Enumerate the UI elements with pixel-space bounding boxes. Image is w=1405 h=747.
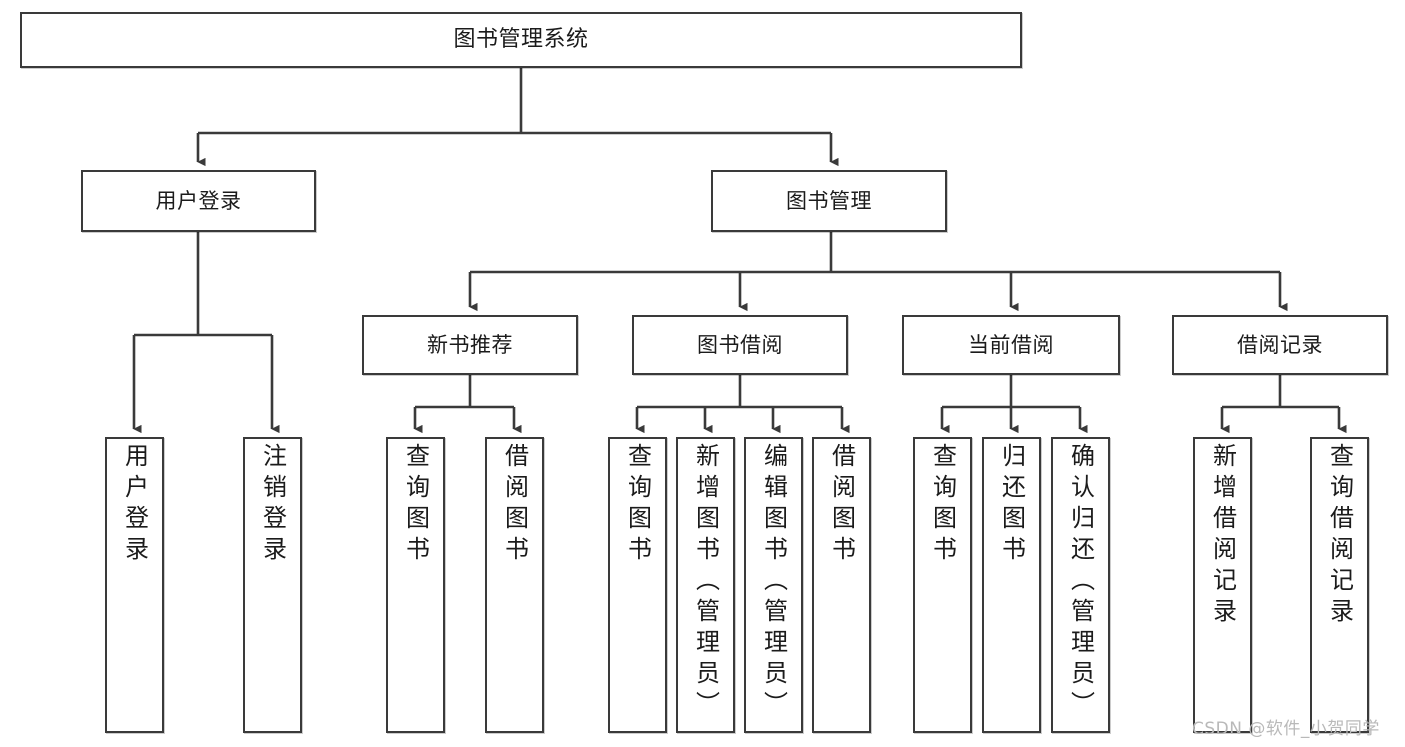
node-label: 编辑图书（管理员）: [759, 443, 788, 722]
node-label: 查询图书: [401, 443, 430, 567]
node-label: 注销登录: [258, 443, 287, 567]
node-label: 新增借阅记录: [1208, 443, 1237, 629]
node-label: 图书管理系统: [453, 27, 589, 53]
leaf-book-borrow-borrow[interactable]: 借阅图书: [812, 437, 871, 733]
leaf-user-login-login[interactable]: 用户登录: [105, 437, 164, 733]
leaf-user-login-logout[interactable]: 注销登录: [243, 437, 302, 733]
node-book-management[interactable]: 图书管理: [711, 170, 947, 232]
leaf-new-book-borrow[interactable]: 借阅图书: [485, 437, 544, 733]
leaf-current-borrow-query[interactable]: 查询图书: [913, 437, 972, 733]
node-current-borrow[interactable]: 当前借阅: [902, 315, 1120, 375]
node-label: 当前借阅: [968, 332, 1054, 357]
node-book-management-system[interactable]: 图书管理系统: [20, 12, 1022, 68]
node-label: 归还图书: [997, 443, 1026, 567]
leaf-current-borrow-confirm-return[interactable]: 确认归还（管理员）: [1051, 437, 1110, 733]
leaf-book-borrow-add[interactable]: 新增图书（管理员）: [676, 437, 735, 733]
leaf-book-borrow-query[interactable]: 查询图书: [608, 437, 667, 733]
node-label: 查询图书: [928, 443, 957, 567]
node-label: 图书管理: [786, 188, 872, 213]
leaf-current-borrow-return[interactable]: 归还图书: [982, 437, 1041, 733]
leaf-borrow-record-query[interactable]: 查询借阅记录: [1310, 437, 1369, 733]
node-label: 图书借阅: [697, 332, 783, 357]
node-label: 用户登录: [120, 443, 149, 567]
leaf-book-borrow-edit[interactable]: 编辑图书（管理员）: [744, 437, 803, 733]
leaf-new-book-query[interactable]: 查询图书: [386, 437, 445, 733]
node-label: 借阅图书: [500, 443, 529, 567]
node-label: 查询图书: [623, 443, 652, 567]
node-label: 新增图书（管理员）: [691, 443, 720, 722]
node-label: 借阅记录: [1237, 332, 1323, 357]
csdn-watermark: CSDN @软件_小贺同学: [1192, 719, 1380, 739]
node-new-book-recommend[interactable]: 新书推荐: [362, 315, 578, 375]
node-book-borrow[interactable]: 图书借阅: [632, 315, 848, 375]
node-label: 查询借阅记录: [1325, 443, 1354, 629]
node-label: 新书推荐: [427, 332, 513, 357]
leaf-borrow-record-add[interactable]: 新增借阅记录: [1193, 437, 1252, 733]
node-label: 用户登录: [155, 188, 242, 213]
node-borrow-record[interactable]: 借阅记录: [1172, 315, 1388, 375]
node-label: 确认归还（管理员）: [1066, 443, 1095, 722]
node-label: 借阅图书: [827, 443, 856, 567]
node-user-login[interactable]: 用户登录: [81, 170, 316, 232]
